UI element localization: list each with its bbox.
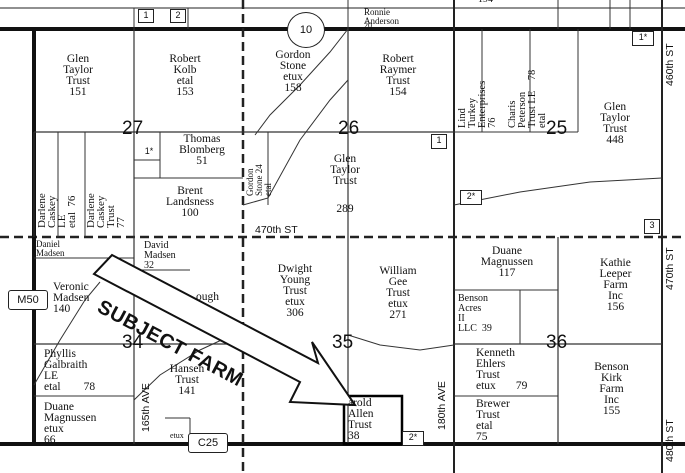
section-number-34: 34 (122, 332, 144, 353)
section-number-25: 25 (546, 118, 568, 139)
section-number-27: 27 (122, 118, 144, 139)
owner-thomas-blomberg: Thomas Blomberg 51 (179, 133, 225, 167)
parcel-box-1star-left: 1* (144, 146, 154, 156)
owner-kathie-leeper: Kathie Leeper Farm Inc 156 (599, 257, 632, 313)
owner-hansen-trust: Hansen Trust 141 (169, 363, 205, 397)
owner-partial-etux: etux (170, 431, 184, 440)
parcel-box-2star-bottom: 2* (402, 431, 424, 446)
owner-duane-magnussen-66: Duane Magnussen etux 66 (44, 401, 97, 446)
subject-farm-arrow (92, 253, 357, 407)
owner-harold-allen: arold Allen Trust 38 (348, 397, 374, 442)
creek (242, 79, 349, 206)
owner-glen-taylor-289-acres: 289 (336, 203, 354, 215)
road-label-480th-right: 480th ST (664, 419, 676, 462)
owner-top-ronnie: Ronnie Anderson (364, 7, 399, 26)
road-label-470th: 470th ST (255, 224, 298, 236)
owner-phyllis-galbraith: Phyllis Galbraith LE etal 78 (44, 348, 96, 393)
owner-robert-raymer: Robert Raymer Trust 154 (379, 53, 417, 98)
owner-darlene-caskey-77: Darlene Caskey Trust 77 (85, 193, 127, 228)
owner-robert-kolb: Robert Kolb etal 153 (169, 53, 201, 98)
owner-david-madsen: David Madsen 32 (144, 240, 176, 271)
owner-glen-taylor-448: Glen Taylor Trust 448 (600, 101, 630, 146)
parcel-box-2-top: 2 (170, 9, 186, 23)
road-label-470th-right: 470th ST (664, 247, 676, 290)
owner-darlene-caskey-76: Darlene Caskey LE etal 76 (36, 193, 78, 228)
creek-d (33, 281, 101, 386)
owner-lind-turkey: Lind Turkey Enterprises 76 (457, 80, 498, 128)
owner-top-right-num: 194 (478, 0, 518, 5)
owner-top-ronnie-num: 20 (364, 21, 372, 30)
owner-gordon-stone-24: Gordon Stone 24 etal (245, 164, 273, 196)
owner-glen-taylor-151: Glen Taylor Trust 151 (63, 53, 93, 98)
owner-kenneth-ehlers: Kenneth Ehlers Trust etux 79 (476, 347, 528, 392)
creek-f (347, 334, 455, 351)
road-label-165th-ave: 165th AVE (140, 383, 152, 432)
creek-b (254, 28, 349, 136)
owner-gordon-stone-158: Gordon Stone etux 158 (275, 49, 311, 94)
section-number-26: 26 (338, 118, 360, 139)
owner-daniel-madsen: Daniel Madsen (36, 239, 65, 258)
parcel-box-2star-mid: 2* (460, 190, 482, 205)
owner-glen-taylor-289: Glen Taylor Trust (330, 153, 360, 187)
owner-dwight-young: Dwight Young Trust etux 306 (277, 263, 313, 319)
owner-partial-ough: ough (196, 291, 219, 303)
creek-c (453, 177, 663, 206)
road-label-460th-right: 460th ST (664, 43, 676, 86)
owner-benson-acres: Benson Acres II LLC 39 (458, 293, 492, 334)
section-number-36: 36 (546, 332, 568, 353)
parcel-box-1-top: 1 (138, 9, 154, 23)
parcel-box-1-mid: 1 (431, 134, 447, 149)
owner-benson-kirk: Benson Kirk Farm Inc 155 (594, 361, 629, 417)
owner-brewer-trust: Brewer Trust etal 75 (476, 398, 510, 443)
highway-shield-m50: M50 (8, 290, 48, 310)
section-number-35: 35 (332, 332, 354, 353)
owner-charis-peterson: Charis Peterson Trust LE 78 etal (507, 69, 548, 128)
owner-brent-landsness: Brent Landsness 100 (166, 185, 214, 219)
road-label-180th-ave: 180th AVE (436, 381, 448, 430)
owner-veronica-madsen: Veronic Madsen 140 (53, 281, 90, 315)
subject-parcel-outline (342, 394, 404, 446)
parcel-box-3: 3 (644, 219, 660, 234)
owner-duane-magnussen-117: Duane Magnussen 117 (480, 245, 534, 279)
highway-shield-10: 10 (287, 12, 325, 48)
highway-shield-c25: C25 (188, 433, 228, 453)
owner-william-gee: William Gee Trust etux 271 (379, 265, 417, 321)
parcel-box-1star-right: 1* (632, 31, 654, 46)
